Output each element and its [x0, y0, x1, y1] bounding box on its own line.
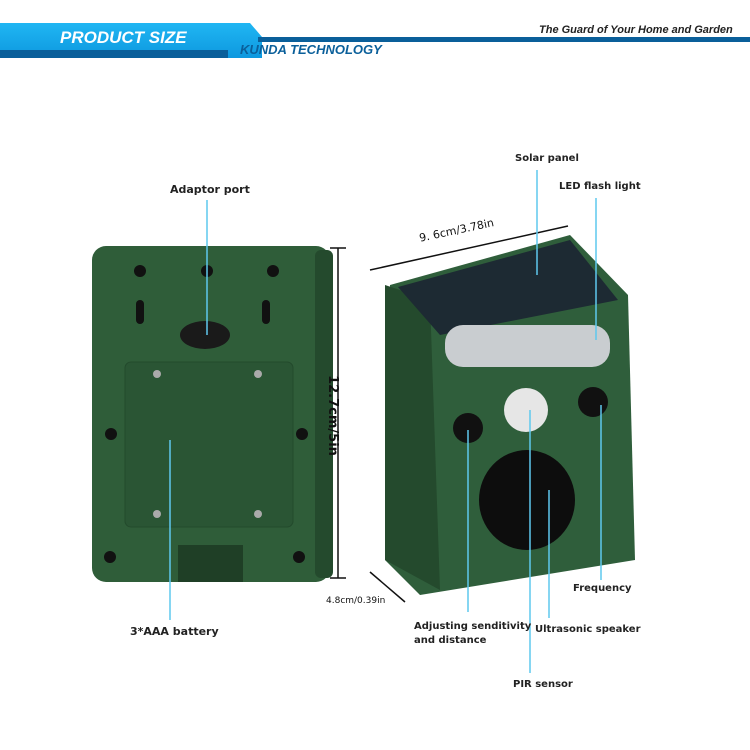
header-title: PRODUCT SIZE	[60, 28, 187, 47]
label-adjusting: Adjusting senditivity and distance	[414, 620, 531, 648]
label-solar-panel: Solar panel	[515, 153, 579, 164]
header-rule	[258, 37, 750, 42]
label-battery: 3*AAA battery	[130, 625, 219, 638]
label-adjusting-line2: and distance	[414, 635, 487, 646]
header-dark-strip	[0, 50, 228, 58]
label-pir-sensor: PIR sensor	[513, 679, 573, 690]
height-dimension	[330, 247, 346, 579]
depth-dimension-label: 4.8cm/0.39in	[326, 596, 386, 606]
tagline: The Guard of Your Home and Garden	[539, 24, 733, 36]
label-led-flash: LED flash light	[559, 181, 641, 192]
label-adjusting-line1: Adjusting senditivity	[414, 621, 532, 632]
company-name: KUNDA TECHNOLOGY	[240, 42, 382, 57]
label-ultrasonic-speaker: Ultrasonic speaker	[535, 624, 641, 635]
device-back-view	[92, 200, 333, 620]
device-front-view	[369, 170, 635, 673]
label-frequency: Frequency	[573, 583, 632, 594]
height-dimension-label: 12.7cm/5in	[324, 375, 340, 456]
label-adaptor-port: Adaptor port	[170, 183, 250, 196]
